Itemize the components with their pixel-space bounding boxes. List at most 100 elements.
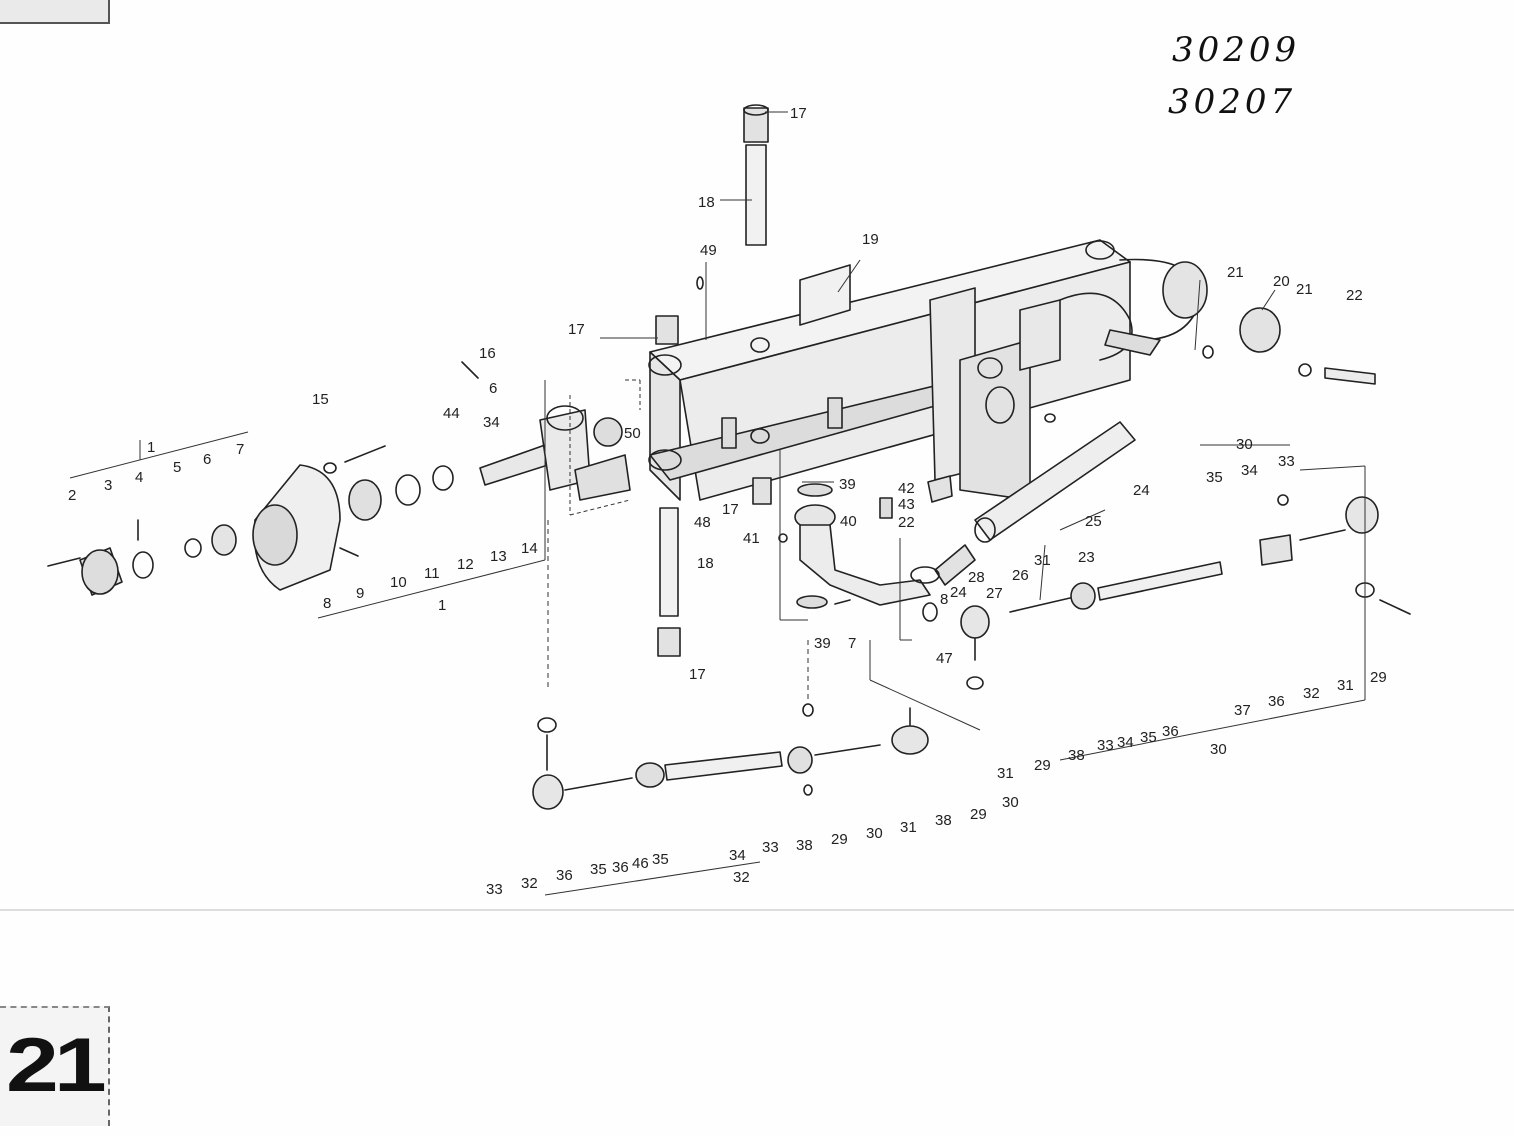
part-label: 47 [936, 650, 953, 667]
part-label: 41 [743, 530, 760, 547]
part-label: 32 [733, 869, 750, 886]
part-label: 30 [1002, 794, 1019, 811]
handwritten-model-number-2: 30207 [1168, 82, 1297, 122]
part-label: 38 [796, 837, 813, 854]
part-label: 7 [236, 441, 245, 458]
leader-lines [0, 111, 1514, 911]
part-label: 17 [790, 105, 807, 122]
part-label: 22 [1346, 287, 1363, 304]
part-label: 8 [940, 591, 949, 608]
part-label: 1 [438, 597, 447, 614]
part-label: 11 [424, 565, 440, 582]
part-label: 30 [1236, 436, 1253, 453]
part-label: 29 [1370, 669, 1387, 686]
part-label: 36 [1162, 723, 1179, 740]
part-label: 33 [762, 839, 779, 856]
part-label: 34 [729, 847, 746, 864]
part-label: 31 [997, 765, 1014, 782]
part-label: 42 [898, 480, 915, 497]
part-label: 29 [970, 806, 987, 823]
part-label: 30 [1210, 741, 1227, 758]
drag-link [910, 421, 1136, 586]
part-label: 18 [697, 555, 714, 572]
part-label: 39 [839, 476, 856, 493]
part-label: 21 [1296, 281, 1313, 298]
part-label: 25 [1085, 513, 1102, 530]
part-label: 31 [1337, 677, 1354, 694]
part-label: 16 [479, 345, 496, 362]
part-label: 22 [898, 514, 915, 531]
part-label: 6 [203, 451, 212, 468]
page-number: 21 [6, 1023, 107, 1108]
part-label: 10 [390, 574, 407, 591]
part-label: 32 [521, 875, 538, 892]
part-label: 21 [1227, 264, 1244, 281]
part-label: 49 [700, 242, 717, 259]
part-label: 33 [1097, 737, 1114, 754]
part-label: 19 [862, 231, 879, 248]
part-label: 29 [1034, 757, 1051, 774]
handwritten-model-number-1: 30209 [1172, 30, 1301, 70]
page-number-box [0, 1006, 110, 1126]
part-label: 17 [568, 321, 585, 338]
part-label: 23 [1078, 549, 1095, 566]
part-label: 37 [1234, 702, 1251, 719]
part-label: 35 [1206, 469, 1223, 486]
pivot-bush-parts [1202, 307, 1376, 385]
steering-arm [794, 475, 953, 622]
part-label: 18 [698, 194, 715, 211]
part-label: 36 [556, 867, 573, 884]
part-label: 48 [694, 514, 711, 531]
part-label: 6 [489, 380, 498, 397]
part-label: 3 [104, 477, 113, 494]
part-label: 40 [840, 513, 857, 530]
tie-rod-lower [532, 703, 929, 810]
part-label: 32 [1303, 685, 1320, 702]
part-label: 13 [490, 548, 507, 565]
part-label: 15 [312, 391, 329, 408]
part-label: 34 [483, 414, 500, 431]
part-label: 27 [986, 585, 1003, 602]
part-label: 20 [1273, 273, 1290, 290]
part-label: 34 [1241, 462, 1258, 479]
axle-beam [648, 239, 1208, 501]
part-label: 43 [898, 496, 915, 513]
part-label: 2 [68, 487, 77, 504]
part-label: 38 [1068, 747, 1085, 764]
king-pin-lower [655, 315, 772, 657]
tie-rod-right [960, 494, 1379, 690]
corner-tab [0, 0, 110, 24]
part-label: 33 [1278, 453, 1295, 470]
part-label: 50 [624, 425, 641, 442]
part-label: 17 [689, 666, 706, 683]
part-label: 24 [1133, 482, 1150, 499]
part-label: 31 [1034, 552, 1051, 569]
part-label: 1 [147, 439, 156, 456]
part-label: 35 [1140, 729, 1157, 746]
part-label: 38 [935, 812, 952, 829]
part-label: 9 [356, 585, 365, 602]
part-label: 39 [814, 635, 831, 652]
part-label: 33 [486, 881, 503, 898]
part-label: 28 [968, 569, 985, 586]
steering-knuckle [461, 361, 631, 501]
part-label: 36 [1268, 693, 1285, 710]
part-label: 44 [443, 405, 460, 422]
part-label: 17 [722, 501, 739, 518]
wheel-hub-assembly [79, 445, 454, 596]
part-label: 7 [848, 635, 857, 652]
part-label: 35 [590, 861, 607, 878]
part-label: 31 [900, 819, 917, 836]
part-label: 5 [173, 459, 182, 476]
part-label: 35 [652, 851, 669, 868]
part-label: 34 [1117, 734, 1134, 751]
part-label: 36 [612, 859, 629, 876]
part-label: 24 [950, 584, 967, 601]
part-label: 4 [135, 469, 144, 486]
fasteners [47, 276, 1411, 615]
part-label: 26 [1012, 567, 1029, 584]
part-label: 8 [323, 595, 332, 612]
king-pin-upper [743, 104, 769, 246]
